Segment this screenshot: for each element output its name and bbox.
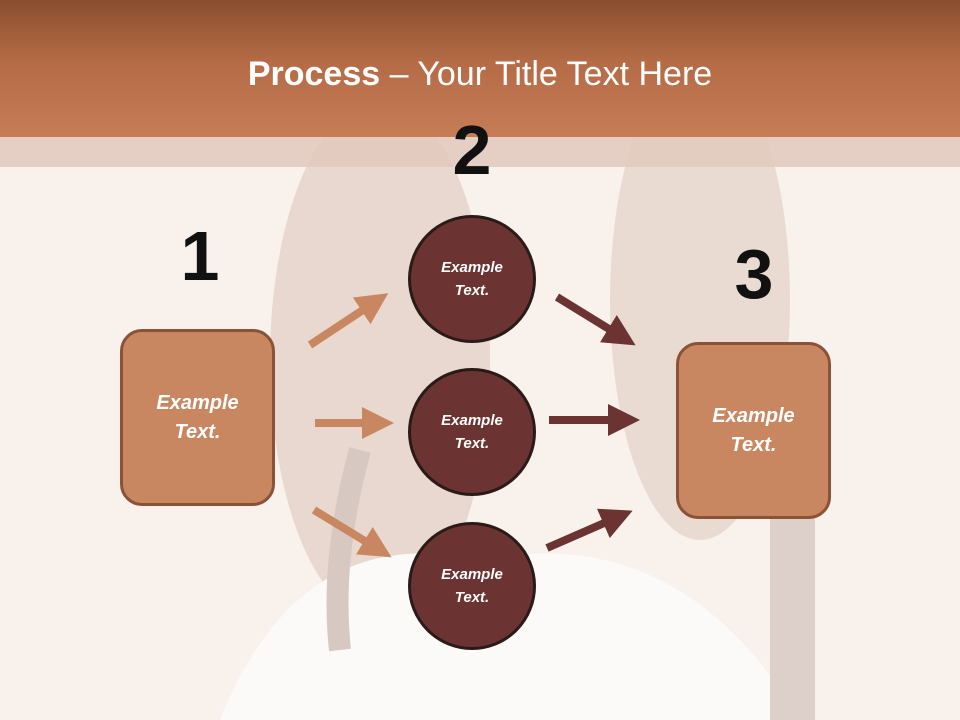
circle-middle-label: Example Text. (441, 412, 503, 452)
title-bar (0, 0, 960, 137)
step-3-label: Example Text. (712, 404, 795, 456)
step-1-label: Example Text. (156, 391, 239, 443)
circle-bottom-label: Example Text. (441, 566, 503, 606)
title-bold: Process (247, 55, 381, 93)
step-3-box: Example Text. (676, 342, 831, 519)
circle-top-label: Example Text. (441, 259, 503, 299)
step-2-circle-bottom: Example Text. (408, 522, 536, 650)
arrow-1-to-top (307, 293, 389, 349)
arrow-1-to-bottom (311, 506, 392, 558)
step-number-3: 3 (734, 235, 774, 313)
slide-title: Process – Your Title Text Here (0, 50, 960, 98)
step-1-box: Example Text. (120, 329, 275, 506)
step-number-1: 1 (180, 217, 220, 295)
header-band (0, 137, 960, 167)
step-2-circle-top: Example Text. (408, 215, 536, 343)
title-rest: – Your Title Text Here (380, 55, 713, 93)
step-number-2: 2 (452, 111, 492, 189)
arrow-bottom-to-3 (545, 508, 633, 552)
arrow-top-to-3 (554, 293, 636, 346)
step-2-circle-middle: Example Text. (408, 368, 536, 496)
